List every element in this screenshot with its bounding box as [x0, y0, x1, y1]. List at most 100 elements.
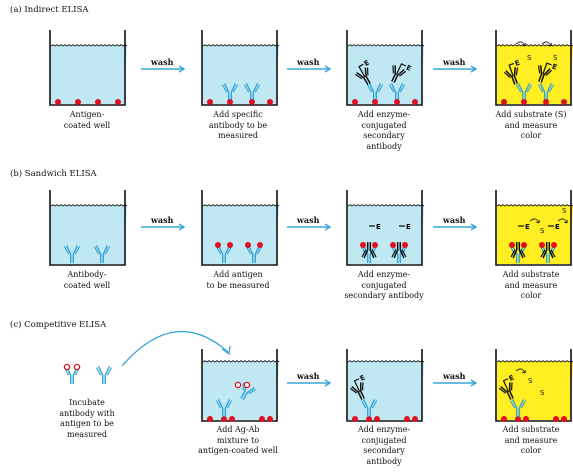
reaction-arrow	[515, 41, 526, 47]
enzyme-label: E	[363, 59, 371, 68]
well-wall	[346, 190, 423, 266]
enzyme-antibody: E	[503, 59, 521, 85]
liquid-surface	[347, 204, 425, 207]
secondary-antibody	[361, 242, 377, 259]
reaction-arrowhead	[547, 42, 552, 47]
free-antigen	[73, 363, 81, 371]
liquid-surface	[496, 44, 573, 47]
caption-line: to be measured	[206, 280, 270, 290]
antigen	[561, 416, 567, 422]
antigen	[539, 242, 545, 248]
well-liquid	[203, 204, 279, 264]
caption-line: measured	[217, 131, 259, 140]
well-wall	[346, 30, 423, 106]
antigen	[501, 416, 507, 422]
secondary-antibody	[540, 242, 556, 259]
enzyme-label: E	[514, 59, 521, 68]
reaction-arrowhead	[521, 42, 526, 47]
free-antibody	[95, 366, 113, 384]
caption-line: antibody with	[59, 408, 115, 418]
antigen	[257, 242, 263, 248]
antigen	[221, 416, 227, 422]
step-caption: Antigen-coated well	[32, 110, 142, 131]
antigen	[372, 99, 378, 105]
antibody	[221, 83, 239, 101]
liquid-surface	[202, 44, 280, 47]
caption-line: Add substrate (S)	[495, 110, 567, 119]
enzyme-label: E	[555, 223, 560, 231]
antigen	[521, 99, 527, 105]
antigen	[553, 416, 559, 422]
liquid-surface	[202, 360, 280, 363]
antigen	[509, 242, 515, 248]
antigen	[227, 99, 233, 105]
antigen	[561, 99, 567, 105]
liquid-surface	[347, 44, 425, 47]
antigen	[229, 416, 235, 422]
wash-label: wash	[297, 57, 320, 67]
antigen	[402, 242, 408, 248]
antibody	[93, 245, 111, 263]
well-liquid	[203, 360, 279, 420]
substrate-label: S	[527, 54, 532, 62]
antigen	[394, 99, 400, 105]
reaction-arrowhead	[521, 369, 526, 374]
antigen	[249, 99, 255, 105]
reaction-arrowhead	[563, 219, 568, 224]
antigen	[501, 99, 507, 105]
secondary-antibody	[391, 242, 407, 259]
wash-label: wash	[443, 57, 466, 67]
liquid-surface	[496, 360, 573, 363]
antibody	[388, 83, 406, 101]
caption-line: Antibody-	[67, 270, 107, 279]
well-wall	[495, 349, 572, 422]
caption-line: Incubate	[69, 398, 105, 407]
antigen	[207, 416, 213, 422]
caption-line: color	[520, 446, 542, 455]
well	[49, 190, 128, 266]
enzyme-antibody: E	[355, 59, 371, 86]
antibody	[63, 245, 81, 263]
liquid-surface	[347, 360, 425, 363]
caption-line: and measure	[504, 120, 558, 130]
well	[346, 30, 425, 106]
well	[49, 30, 128, 106]
well-wall	[201, 190, 278, 266]
antigen	[207, 99, 213, 105]
well-wall	[49, 190, 126, 266]
enzyme-linker	[508, 62, 515, 77]
enzyme-label: E	[508, 374, 516, 383]
antigen	[245, 242, 251, 248]
antigen	[366, 416, 372, 422]
wash-arrowhead	[178, 65, 186, 73]
substrate-label: S	[553, 54, 558, 62]
antigen	[115, 99, 121, 105]
antigen	[227, 242, 233, 248]
antigen	[523, 416, 529, 422]
transfer-arrowhead	[221, 345, 231, 356]
section-title: (a) Indirect ELISA	[10, 5, 89, 15]
substrate-label: S	[540, 227, 545, 235]
well-wall	[346, 349, 423, 422]
enzyme-label: E	[359, 374, 367, 383]
antibody	[366, 83, 384, 101]
well-wall	[201, 349, 278, 422]
antibody	[515, 83, 533, 101]
antigen	[412, 99, 418, 105]
antigen	[95, 99, 101, 105]
antibody	[509, 399, 527, 417]
caption-line: antibody	[366, 141, 402, 151]
enzyme-label: E	[405, 64, 413, 73]
wash-label: wash	[443, 371, 466, 381]
wash-arrowhead	[324, 379, 332, 387]
caption-line: conjugated	[361, 280, 407, 290]
antibody	[360, 399, 378, 417]
wash-arrowhead	[178, 223, 186, 231]
antigen	[352, 416, 358, 422]
caption-line: color	[520, 131, 542, 140]
well	[495, 349, 573, 422]
